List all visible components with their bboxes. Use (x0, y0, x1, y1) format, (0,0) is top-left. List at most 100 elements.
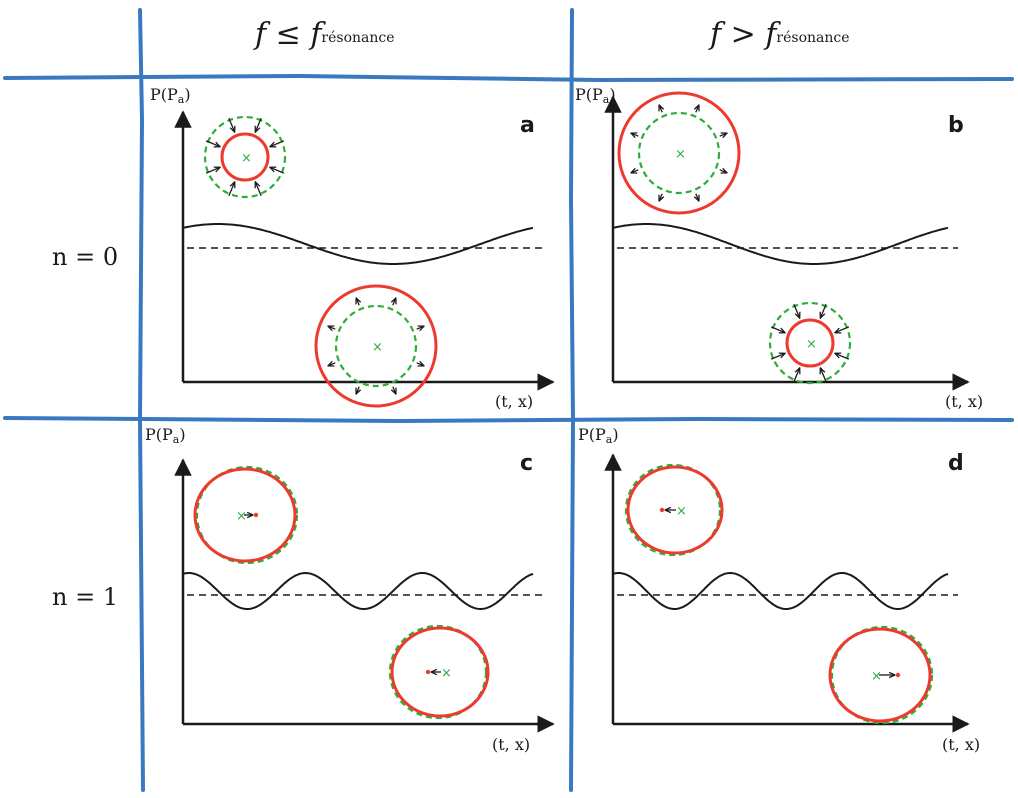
y-axis-label-close: ) (612, 425, 618, 444)
pressure-arrow (631, 133, 639, 136)
y-axis-label-close: ) (179, 425, 185, 444)
reference-circle (637, 111, 721, 195)
bubble-1: × (193, 465, 299, 565)
pressure-arrow (631, 170, 639, 173)
pressure-arrow (696, 193, 699, 201)
panel-letter: b (948, 113, 964, 138)
pressure-arrow (820, 368, 827, 383)
center-mark: × (372, 340, 383, 355)
center-mark: × (871, 669, 882, 684)
x-axis-label: (t, x) (945, 392, 983, 411)
oscillation-curve (612, 223, 949, 265)
reference-circle (768, 301, 852, 385)
bubble-2: × (388, 624, 490, 720)
pressure-arrow (835, 353, 850, 360)
panel-d: P(Pa)(t, x)d×× (578, 425, 980, 754)
pressure-arrow (356, 298, 359, 306)
oscillation-curve (182, 223, 534, 265)
pressure-arrow (659, 105, 662, 113)
reference-circle (334, 304, 418, 388)
grid-line-horizontal-top (3, 73, 1014, 83)
bubble-circle (220, 132, 270, 182)
pressure-arrow (228, 117, 235, 132)
center-mark: × (236, 509, 247, 524)
bubble-circle (390, 626, 490, 718)
bubble-circle (785, 318, 835, 368)
pressure-arrow (328, 326, 336, 329)
reference-circle (830, 625, 934, 725)
x-axis-label: (t, x) (942, 735, 980, 754)
oscillation-curve (612, 571, 949, 611)
pressure-arrow (228, 182, 235, 197)
bubble-center-dot (253, 512, 259, 518)
pressure-arrow (770, 326, 785, 333)
bubble-center-dot (895, 672, 901, 678)
grid-line-vertical-left (137, 8, 145, 792)
y-axis-label-sub: a (603, 93, 610, 106)
pressure-arrow (416, 326, 424, 329)
pressure-arrow (659, 193, 662, 201)
pressure-arrow (835, 326, 850, 333)
panel-b: P(Pa) (t, x) b × × (575, 85, 983, 411)
oscillation-curve (182, 571, 534, 611)
bubble-circle (617, 91, 741, 215)
pressure-arrow (393, 298, 396, 306)
grid-line-vertical-middle (568, 8, 576, 792)
row-label-n1: n = 1 (52, 583, 118, 611)
pressure-arrow (719, 133, 727, 136)
pressure-arrow (205, 167, 220, 174)
panel-letter: a (520, 113, 535, 138)
y-axis-label-close: ) (609, 85, 615, 104)
bubble-circle (193, 467, 297, 563)
y-axis-label: P(Pa) (150, 85, 191, 106)
bubble-center-dot (659, 507, 665, 513)
center-mark: × (441, 666, 452, 681)
pressure-arrow (270, 167, 285, 174)
pressure-arrow (719, 170, 727, 173)
center-mark: × (675, 147, 686, 162)
pressure-arrow (393, 386, 396, 394)
pressure-arrow (356, 386, 359, 394)
bubble-2: × (828, 625, 934, 725)
panels-group: P(Pa) (t, x) a × × P(Pa) (t, x) b × × P(Pa) (t, x) c… (145, 85, 983, 754)
row-label-n0: n = 0 (52, 243, 118, 271)
center-mark: × (676, 504, 687, 519)
y-axis-label-close: ) (184, 85, 190, 104)
bubble-1: × (624, 463, 724, 557)
pressure-arrow (820, 303, 827, 318)
y-axis-label-sub: a (173, 433, 180, 446)
grid-line-horizontal-middle (3, 416, 1014, 424)
reference-circle (624, 463, 722, 557)
x-axis-label: (t, x) (492, 735, 530, 754)
panel-a: P(Pa) (t, x) a × × (150, 85, 555, 411)
pressure-arrow (255, 182, 262, 197)
pressure-arrow (255, 117, 262, 132)
y-axis-label: P(Pa) (575, 85, 616, 106)
y-axis-label-sub: a (606, 433, 613, 446)
panel-c: P(Pa) (t, x) c × × (145, 425, 555, 754)
y-axis-label: P(Pa) (578, 425, 619, 446)
panel-letter: c (520, 451, 533, 476)
bubble-2: × (314, 284, 438, 408)
center-mark: × (241, 151, 252, 166)
x-axis-label: (t, x) (495, 392, 533, 411)
pressure-arrow (793, 368, 800, 383)
pressure-arrow (270, 140, 285, 147)
table-grid (3, 8, 1014, 792)
bubble-1: × (617, 91, 741, 215)
column-header-above-resonance: f > frésonance (708, 17, 850, 52)
pressure-arrow (328, 363, 336, 366)
bubble-1: × (203, 115, 287, 199)
bubble-circle (828, 627, 932, 723)
bubble-2: × (768, 301, 852, 385)
pressure-arrow (205, 140, 220, 147)
pressure-arrow (793, 303, 800, 318)
bubble-circle (626, 465, 724, 555)
column-header-below-resonance: f ≤ frésonance (253, 17, 395, 52)
pressure-arrow (416, 363, 424, 366)
bubble-circle (314, 284, 438, 408)
y-axis-label-sub: a (178, 93, 185, 106)
y-axis-label: P(Pa) (145, 425, 186, 446)
center-mark: × (806, 337, 817, 352)
